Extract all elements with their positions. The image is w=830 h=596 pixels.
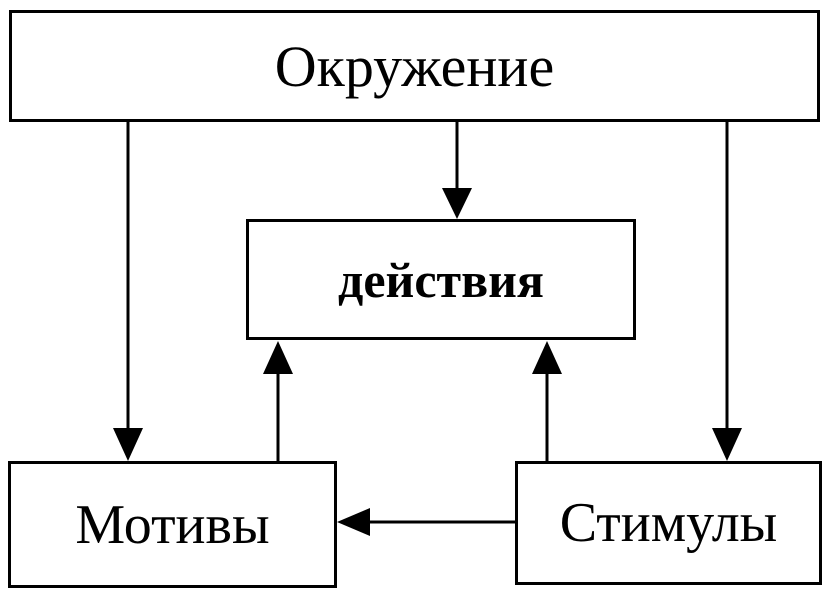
- node-motives-label: Мотивы: [75, 493, 270, 556]
- arrow-environment-to-stimuli: [712, 122, 742, 461]
- node-actions: действия: [246, 219, 636, 340]
- node-stimuli-label: Стимулы: [559, 492, 778, 554]
- node-stimuli: Стимулы: [515, 461, 822, 585]
- node-motives: Мотивы: [8, 461, 337, 588]
- arrow-stimuli-to-motives: [337, 508, 515, 536]
- node-environment: Окружение: [9, 10, 820, 122]
- arrow-environment-to-motives: [113, 122, 143, 461]
- node-actions-label: действия: [338, 251, 544, 308]
- arrow-stimuli-to-actions: [532, 341, 562, 461]
- arrow-motives-to-actions: [263, 341, 293, 461]
- arrow-environment-to-actions: [442, 122, 472, 219]
- node-environment-label: Окружение: [274, 33, 555, 99]
